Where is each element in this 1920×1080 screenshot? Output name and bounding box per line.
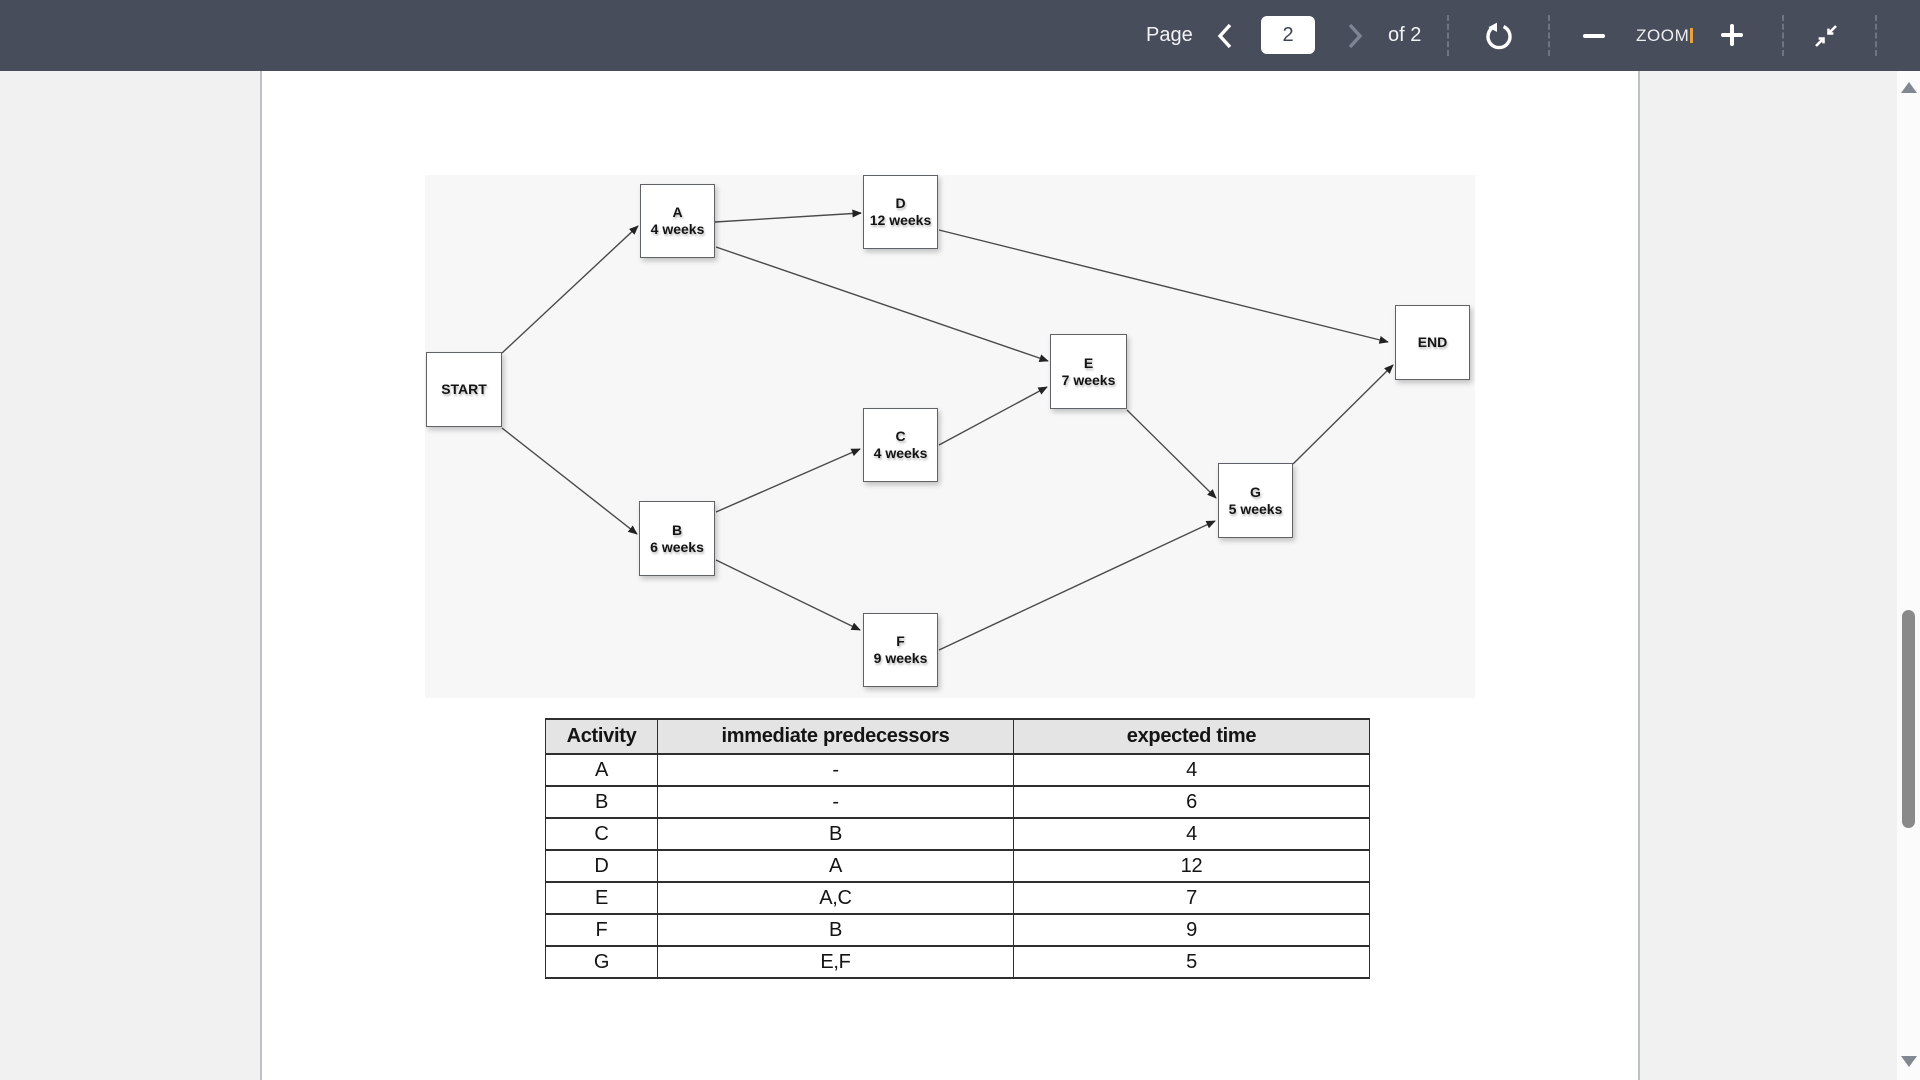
table-cell: E,F <box>657 945 1014 979</box>
rotate-button[interactable] <box>1483 21 1515 51</box>
scroll-down-arrow-icon[interactable] <box>1901 1056 1917 1067</box>
node-label: START <box>441 381 487 397</box>
edge-a-to-d <box>714 209 862 223</box>
table-header-cell: Activity <box>545 718 658 755</box>
node-duration-label: 7 weeks <box>1061 371 1116 388</box>
chevron-right-icon <box>1348 23 1363 49</box>
table-cell: F <box>545 913 658 947</box>
table-cell: B <box>545 785 658 819</box>
table-cell: 9 <box>1013 913 1370 947</box>
page-label: Page <box>1146 24 1193 46</box>
table-cell: B <box>657 913 1014 947</box>
node-label: END <box>1417 334 1448 350</box>
edge-b-to-c <box>715 448 861 513</box>
node-label: C <box>895 428 906 444</box>
table-cell: C <box>545 817 658 851</box>
minus-icon <box>1583 34 1605 38</box>
node-label: E <box>1083 354 1094 371</box>
table-cell: A,C <box>657 881 1014 915</box>
node-duration-label: 9 weeks <box>873 650 928 666</box>
node-duration-label: 4 weeks <box>650 221 705 237</box>
edge-a-to-e <box>715 246 1049 362</box>
table-cell: - <box>657 753 1014 787</box>
table-cell: 4 <box>1013 817 1370 851</box>
next-page-button[interactable] <box>1340 20 1370 52</box>
table-cell: A <box>545 753 658 787</box>
compress-icon <box>1815 25 1837 47</box>
zoom-out-button[interactable] <box>1582 24 1606 48</box>
edge-b-to-f <box>715 559 861 631</box>
text-caret <box>1690 28 1693 43</box>
table-cell: 7 <box>1013 881 1370 915</box>
node-duration-label: 5 weeks <box>1228 500 1283 517</box>
edge-c-to-e <box>938 386 1048 446</box>
table-cell: B <box>657 817 1014 851</box>
table-header-cell: expected time <box>1013 718 1370 755</box>
node-label: G <box>1250 483 1261 500</box>
table-cell: D <box>545 849 658 883</box>
node-duration-label: 12 weeks <box>869 212 932 228</box>
node-label: F <box>896 633 905 649</box>
edge-g-to-end <box>1292 364 1394 465</box>
node-label: B <box>671 521 683 538</box>
table-cell: A <box>657 849 1014 883</box>
table-row: A-4 <box>545 753 1370 787</box>
page-number-input[interactable] <box>1261 16 1315 54</box>
zoom-in-button[interactable] <box>1720 23 1744 47</box>
toolbar-divider <box>1447 15 1449 56</box>
vertical-scrollbar-thumb[interactable] <box>1902 610 1915 828</box>
node-label: A <box>672 204 683 220</box>
edge-start-to-b <box>501 427 638 535</box>
toolbar-divider <box>1875 15 1877 56</box>
page-count-label: of 2 <box>1388 24 1422 46</box>
rotate-icon <box>1486 22 1512 49</box>
diagram-edges <box>501 209 1394 651</box>
chevron-left-icon <box>1217 23 1232 49</box>
node-duration-label: 6 weeks <box>650 538 704 555</box>
table-cell: 4 <box>1013 753 1370 787</box>
toolbar-divider <box>1782 15 1784 56</box>
table-header-cell: immediate predecessors <box>657 718 1014 755</box>
table-cell: E <box>545 881 658 915</box>
edge-f-to-g <box>938 520 1216 651</box>
table-cell: - <box>657 785 1014 819</box>
diagram-node-end: END <box>1395 305 1470 380</box>
table-cell: 6 <box>1013 785 1370 819</box>
fit-to-page-button[interactable] <box>1812 22 1840 50</box>
table-row: B-6 <box>545 785 1370 819</box>
edge-e-to-g <box>1126 409 1217 499</box>
table-cell: 5 <box>1013 945 1370 979</box>
node-duration-label: 4 weeks <box>873 445 928 461</box>
node-label: D <box>895 195 906 211</box>
vertical-scrollbar-track[interactable] <box>1897 71 1920 1080</box>
zoom-label: ZOOM <box>1636 26 1690 45</box>
scroll-up-arrow-icon[interactable] <box>1901 82 1917 93</box>
diagram-node-start: START <box>426 352 502 427</box>
pdf-toolbar: Page of 2 ZOOM <box>0 0 1920 71</box>
plus-icon <box>1720 23 1744 47</box>
edge-d-to-end <box>938 229 1389 344</box>
table-cell: 12 <box>1013 849 1370 883</box>
table-cell: G <box>545 945 658 979</box>
edge-start-to-a <box>501 225 639 354</box>
previous-page-button[interactable] <box>1210 20 1240 52</box>
toolbar-divider <box>1548 15 1550 56</box>
